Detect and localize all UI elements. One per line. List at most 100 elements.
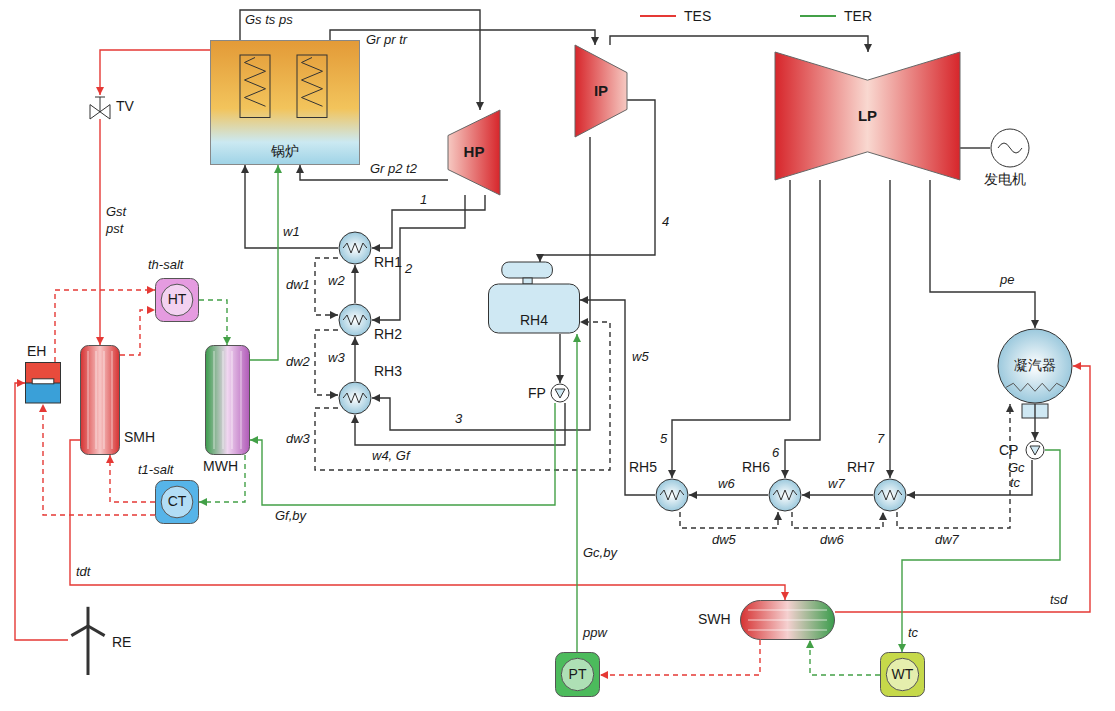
node-shape: [338, 231, 372, 265]
node-shape: [205, 345, 250, 455]
flow-label: pst: [106, 222, 123, 236]
node-shape: [1025, 440, 1045, 460]
heater: RH1: [338, 231, 372, 265]
flow-label: dw1: [286, 278, 310, 292]
legend-text: TER: [844, 8, 872, 24]
flow-label: dw6: [820, 533, 844, 547]
heater: RH2: [338, 303, 372, 337]
pipe-line: [672, 180, 790, 478]
pipe-line: [250, 403, 555, 505]
flow-label: Gc: [1008, 461, 1025, 475]
flow-label: th-salt: [148, 258, 183, 272]
boiler: 锅炉: [210, 40, 360, 165]
node-label: RE: [112, 635, 131, 650]
pipe-line: [802, 494, 873, 495]
pipe-line: [610, 36, 868, 52]
node-label: RH4: [520, 313, 548, 328]
flow-label: dw3: [286, 432, 310, 446]
node-shape: [25, 362, 61, 404]
node-label: SMH: [124, 430, 155, 445]
legend-text: TES: [684, 8, 711, 24]
flow-label: tc: [1010, 476, 1020, 490]
heater: RH6: [768, 478, 802, 512]
node-label: 凝汽器: [1014, 358, 1056, 373]
node-shape: [740, 600, 835, 640]
node-label: RH1: [374, 255, 402, 270]
turbine-lp: LP: [775, 52, 960, 180]
flow-label: w4, Gf: [372, 449, 410, 463]
heater: RH7: [873, 478, 907, 512]
generator: 发电机: [990, 128, 1030, 168]
flow-label: Gs ts ps: [245, 13, 293, 27]
node-label: PT: [569, 667, 587, 682]
flow-label: dw5: [712, 533, 736, 547]
pipe-line: [100, 50, 210, 95]
node-label: RH7: [847, 460, 875, 475]
flow-label: tsd: [1050, 593, 1067, 607]
node-label: HP: [464, 144, 485, 161]
node-label: SWH: [698, 612, 731, 627]
flow-label: Gst: [106, 205, 126, 219]
node-shape: [338, 381, 372, 415]
flow-label: pe: [1000, 273, 1014, 287]
heater: RH3: [338, 381, 372, 415]
heat-exchanger: SWH: [740, 600, 835, 640]
flow-label: dw7: [935, 533, 959, 547]
flow-label: 7: [877, 432, 884, 446]
electric-heater: EH: [25, 362, 61, 404]
pipe-line: [250, 165, 278, 360]
node-label: WT: [892, 667, 914, 682]
flow-label: w3: [328, 351, 345, 365]
node-shape: [768, 478, 802, 512]
pump-symbol: FP: [550, 383, 570, 403]
flow-label: w7: [828, 477, 845, 491]
turbine-hp: HP: [448, 110, 500, 195]
node-shape: [873, 478, 907, 512]
flow-label: Gc,by: [583, 546, 617, 560]
pipe-line: [70, 440, 785, 600]
node-label: HT: [168, 292, 187, 307]
deaerator: RH4: [488, 262, 580, 334]
cold-tank: CT: [155, 480, 199, 524]
flow-label: 5: [660, 432, 667, 446]
pipe-line: [902, 450, 1060, 652]
wind-turbine: RE: [68, 605, 108, 675]
pipe-line: [1034, 404, 1035, 440]
pipe-line: [930, 180, 1035, 328]
node-shape: [338, 303, 372, 337]
flow-label: Gr pr tr: [366, 33, 407, 47]
node-shape: [80, 345, 120, 455]
pipe-line: [810, 640, 880, 675]
node-label: CP: [999, 443, 1018, 458]
pipe-line: [785, 180, 820, 478]
water-heater: MWH: [205, 345, 250, 455]
legend-line: [800, 11, 836, 21]
pipe-line: [600, 640, 760, 675]
legend-item: TES: [640, 8, 711, 24]
pump-symbol: CP: [1025, 440, 1045, 460]
flow-label: dw2: [286, 355, 310, 369]
pipe-line: [559, 334, 560, 383]
node-shape: [655, 478, 689, 512]
pipe-line: [15, 383, 68, 640]
flow-label: 2: [405, 262, 412, 276]
valve-symbol: TV: [90, 95, 110, 119]
pipe-line: [960, 147, 990, 148]
turbine-ip: IP: [575, 45, 627, 137]
node-shape: [68, 605, 108, 675]
pipe-line: [576, 334, 577, 652]
node-label: EH: [27, 344, 46, 359]
pipe-line: [99, 119, 100, 345]
pipe-line: [372, 195, 485, 248]
flow-label: ppw: [583, 626, 607, 640]
node-label: 锅炉: [271, 144, 299, 159]
legend-item: TER: [800, 8, 872, 24]
node-label: 发电机: [984, 172, 1026, 187]
pipe-line: [689, 494, 768, 495]
condenser: 凝汽器: [997, 328, 1073, 404]
node-label: FP: [528, 386, 546, 401]
hot-tank: HT: [155, 278, 199, 322]
pipe-line: [889, 180, 890, 478]
pipe-line: [372, 195, 465, 320]
legend-line: [640, 11, 676, 21]
